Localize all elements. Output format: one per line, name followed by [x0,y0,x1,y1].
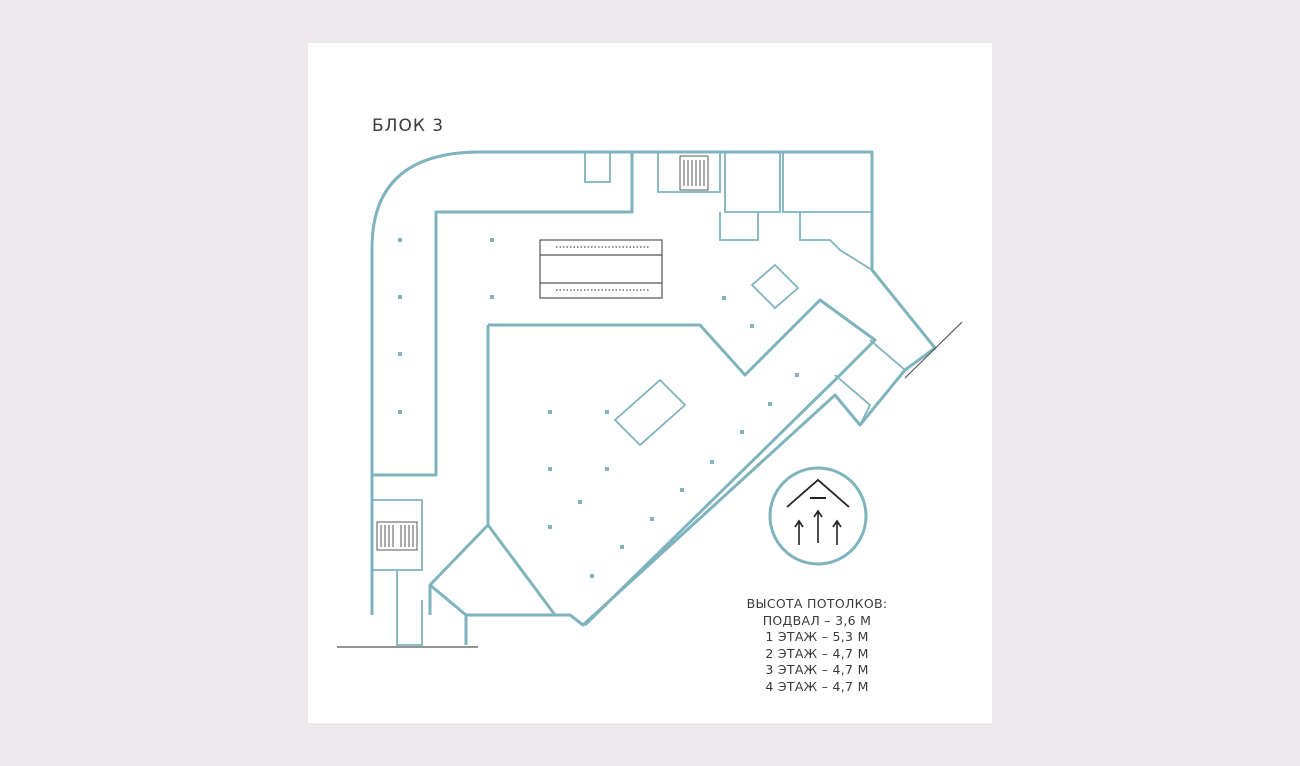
triangle-room [429,524,557,617]
ceiling-height-floor-2: 2 ЭТАЖ – 4,7 М [765,645,869,661]
ceiling-height-icon [768,466,868,566]
outer-wall [370,150,937,645]
ceiling-height-floor-4: 4 ЭТАЖ – 4,7 М [765,678,869,694]
ceiling-height-floor-3: 3 ЭТАЖ – 4,7 М [765,662,869,678]
columns [398,238,799,578]
stairs-north [679,155,709,191]
main-hall-outline [488,298,877,627]
main-hall-west [428,325,490,615]
ceiling-heights-title: ВЫСОТА ПОТОЛКОВ: [746,596,888,611]
inner-wall-west [372,152,634,477]
ceiling-height-floor-1: 1 ЭТАЖ – 5,3 М [765,629,869,645]
ceiling-height-basement: ПОДВАЛ – 3,6 М [762,612,872,628]
block-title: БЛОК 3 [372,116,445,136]
escalator [539,239,663,299]
stairs-south [376,521,418,551]
ceiling-heights-legend: ВЫСОТА ПОТОЛКОВ: ПОДВАЛ – 3,6 М 1 ЭТАЖ –… [700,596,934,696]
